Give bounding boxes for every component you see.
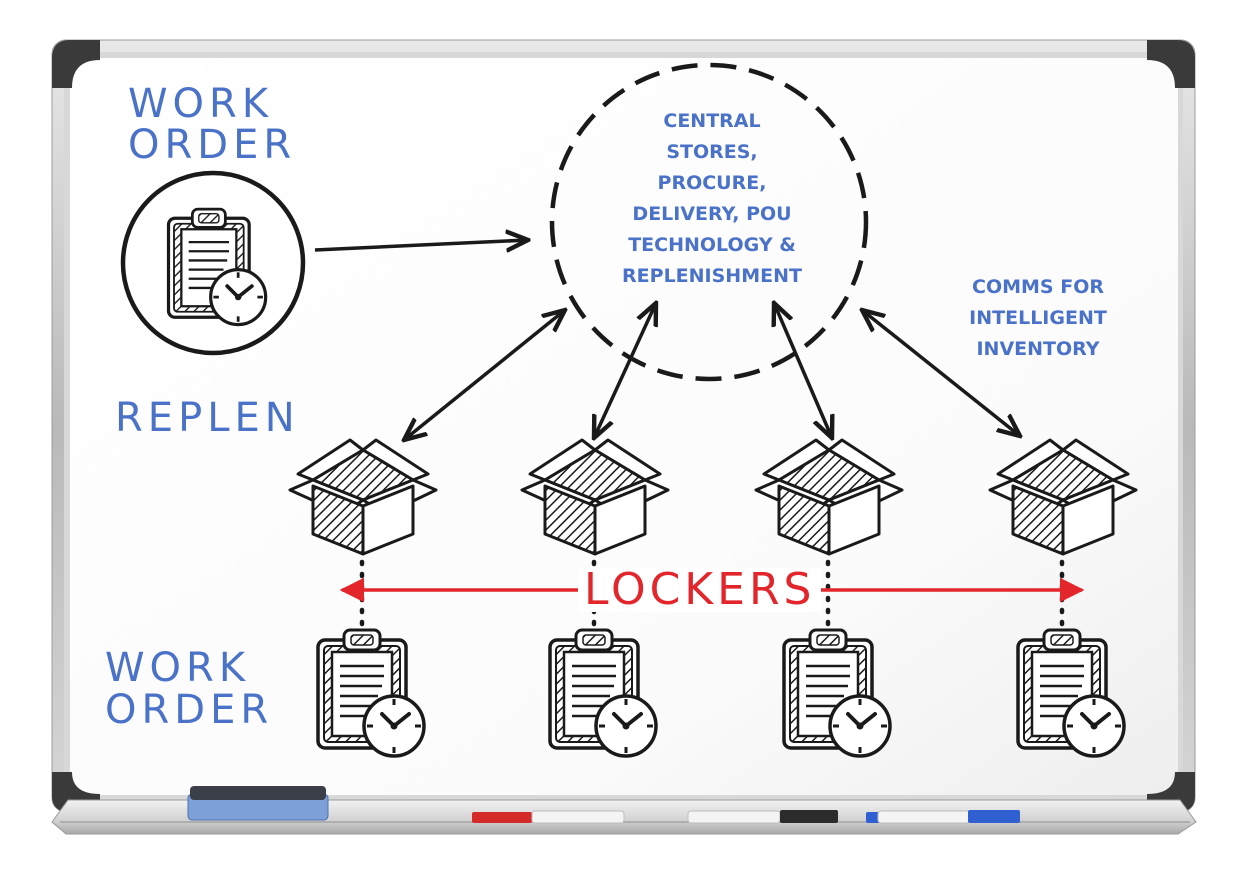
comms-label-line-1: COMMS FOR [972, 276, 1104, 298]
red-marker [472, 810, 625, 824]
replen-label: REPLEN [115, 395, 300, 441]
work-order-top-line-1: WORK [128, 81, 274, 127]
comms-label-line-3: INVENTORY [976, 338, 1100, 360]
arrow-workorder-to-hub [314, 240, 528, 250]
work-order-bottom-line-1: WORK [105, 645, 251, 691]
lockers-label: LOCKERS [578, 568, 822, 612]
central-label-line-4: DELIVERY, POU [632, 203, 792, 225]
central-label-line-6: REPLENISHMENT [622, 265, 802, 287]
work-order-top-line-2: ORDER [128, 122, 297, 168]
central-label-line-2: STORES, [666, 141, 758, 163]
central-label-line-1: CENTRAL [663, 110, 761, 132]
central-label-line-3: PROCURE, [657, 172, 767, 194]
work-order-bottom-line-2: ORDER [105, 687, 274, 733]
hub-dashed-circle-icon [549, 62, 869, 382]
arrow-hub-box-1 [404, 310, 565, 440]
eraser [187, 786, 329, 821]
arrow-hub-box-2 [594, 303, 656, 438]
black-marker [687, 810, 838, 824]
comms-label-line-2: INTELLIGENT [969, 307, 1107, 329]
blue-marker [866, 810, 1020, 824]
central-label-line-5: TECHNOLOGY & [628, 234, 796, 256]
arrow-hub-box-3 [774, 303, 832, 438]
arrow-hub-box-4 [862, 310, 1020, 436]
